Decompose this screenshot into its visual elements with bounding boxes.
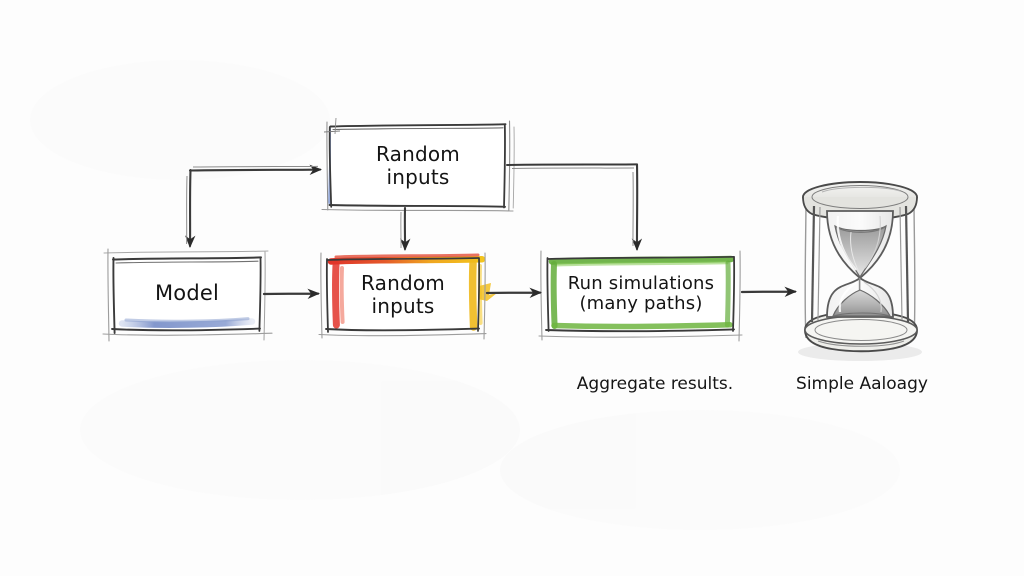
box-stroke-right: [732, 256, 736, 332]
glass-shade-bottom: [863, 281, 882, 313]
accent-bottom-2: [124, 317, 250, 323]
glass-hilite-bottom: [838, 281, 858, 313]
elbow-horizontal: [506, 163, 638, 166]
accent-left-2: [339, 266, 345, 324]
box-stroke-right: [503, 123, 506, 209]
box-stroke-bottom: [325, 327, 480, 332]
box-stroke-top-3: [103, 250, 269, 254]
glass-left-outer: [804, 199, 807, 339]
box-stroke-bottom: [328, 204, 506, 208]
box-stroke-left: [328, 126, 333, 208]
box-stroke-top: [329, 123, 507, 128]
box-stroke-right-2: [483, 252, 486, 340]
accent-top: [548, 255, 735, 265]
accent-right: [724, 260, 731, 328]
box-stroke-bottom-2: [102, 332, 273, 336]
accent-top: [327, 255, 486, 265]
box-stroke-bottom: [545, 328, 735, 333]
glass-hilite-top: [836, 215, 857, 271]
accent-top-2: [554, 261, 729, 267]
box-stroke-top: [326, 257, 480, 261]
elbow-horizontal-ghost: [192, 165, 319, 168]
hourglass-post-left: [810, 205, 816, 323]
hourglass-post-left-2: [817, 206, 821, 321]
box-stroke-bottom-2: [538, 334, 743, 338]
accent-left: [331, 261, 340, 329]
caption-aggregate-results: Aggregate results.: [576, 374, 734, 394]
box-stroke-left-2: [540, 250, 543, 341]
box-stroke-top: [547, 255, 735, 260]
corner-tick-tl2: [334, 117, 337, 135]
elbow-horizontal-ghost: [511, 167, 635, 169]
hourglass-post-right-2: [899, 206, 903, 321]
box-stroke-right-2: [738, 250, 741, 342]
connector-top-to-mid: [400, 206, 411, 251]
box-stroke-left: [546, 257, 550, 332]
box-stroke-right: [258, 256, 262, 332]
elbow-vertical: [185, 168, 196, 248]
connector-top-to-run-elbow: [506, 163, 643, 251]
accent-top-2: [334, 253, 480, 259]
hourglass-sand-top-surface: [835, 226, 886, 233]
hourglass-base-inner: [814, 319, 908, 341]
node-model[interactable]: [102, 248, 273, 342]
box-stroke-right-2: [508, 120, 511, 212]
glass-hilite-inner: [850, 231, 860, 273]
box-stroke-top: [112, 256, 262, 261]
corner-tick-tl: [323, 130, 341, 133]
box-stroke-right-3: [512, 126, 515, 209]
hourglass-base-top: [804, 315, 918, 345]
box-stroke-right-2: [263, 251, 266, 341]
accent-right: [468, 259, 478, 331]
accent-left: [550, 261, 558, 329]
box-fill: [549, 259, 733, 329]
hourglass-top-cap-hilite: [821, 186, 901, 193]
box-stroke-left-2: [107, 248, 110, 342]
box-stroke-left-2: [326, 121, 329, 211]
box-stroke-left-2: [320, 252, 323, 339]
hourglass-sand-bottom-base: [832, 312, 891, 317]
hourglass-base-shade: [817, 340, 905, 347]
glass-shade-top: [864, 215, 881, 269]
caption-simple-analogy: Simple Aaloagy: [796, 374, 928, 394]
hourglass-post-right: [904, 205, 910, 323]
glass-right-outer: [913, 199, 916, 339]
box-stroke-bottom-2: [321, 208, 514, 212]
node-run-simulations[interactable]: [538, 250, 743, 342]
hourglass-icon: [798, 181, 922, 361]
node-random-inputs-mid[interactable]: [318, 252, 497, 340]
accent-bottom: [551, 322, 733, 330]
box-stroke-left: [112, 257, 116, 334]
box-fill: [328, 259, 478, 330]
box-stroke-left: [325, 258, 329, 333]
box-stroke-top-2: [332, 127, 504, 131]
elbow-horizontal: [188, 164, 322, 176]
box-stroke-bottom: [111, 327, 261, 332]
hourglass-top-cap-inner: [811, 185, 909, 209]
node-random-inputs-top[interactable]: [321, 117, 515, 212]
box-stroke-right: [477, 257, 481, 332]
box-stroke-bottom-2: [318, 333, 487, 337]
box-stroke-top-2: [115, 260, 259, 264]
box-fill: [331, 125, 505, 206]
connector-model-to-top-elbow: [185, 164, 322, 248]
accent-bottom: [118, 318, 256, 328]
